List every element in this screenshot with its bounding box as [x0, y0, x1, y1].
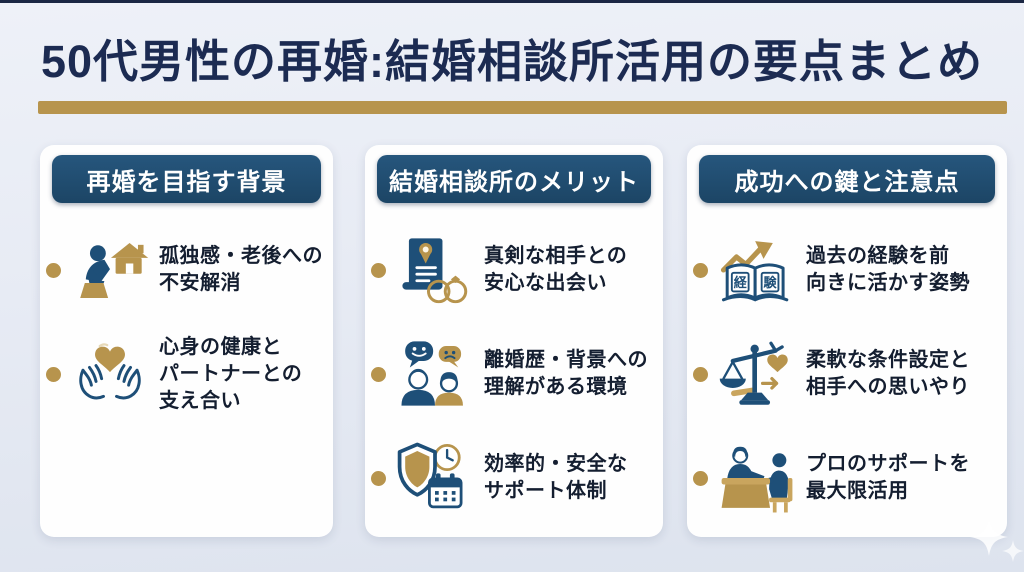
- bullet-dot: [693, 262, 708, 278]
- card-items: 経 験 過去の経験を前 向きに活かす姿勢: [693, 229, 1001, 519]
- experience-book-arrow-icon: 経 験: [716, 230, 798, 310]
- scales-heart-icon: [716, 334, 798, 414]
- item-text: 過去の経験を前 向きに活かす姿勢: [806, 245, 970, 294]
- list-item: 真剣な相手との 安心な出会い: [371, 229, 657, 311]
- card-remarriage-background: 再婚を目指す背景 孤独感・: [40, 145, 333, 537]
- bullet-dot: [371, 470, 386, 486]
- item-text: 孤独感・老後への 不安解消: [159, 245, 323, 294]
- sparkle-icon: [1002, 540, 1024, 562]
- bullet-dot: [371, 366, 386, 382]
- list-item: 効率的・安全な サポート体制: [371, 437, 657, 519]
- couple-dialogue-icon: [394, 334, 476, 414]
- top-border: [0, 0, 1024, 3]
- thinking-person-house-icon: [69, 230, 151, 310]
- card-header-pill: 再婚を目指す背景: [52, 155, 321, 203]
- list-item: 経 験 過去の経験を前 向きに活かす姿勢: [693, 229, 1001, 311]
- shield-clock-calendar-icon: [394, 438, 476, 518]
- bullet-dot: [371, 262, 386, 278]
- card-items: 孤独感・老後への 不安解消: [46, 229, 327, 415]
- list-item: プロのサポートを 最大限活用: [693, 437, 1001, 519]
- hands-holding-heart-icon: [69, 334, 151, 414]
- cards-row: 再婚を目指す背景 孤独感・: [40, 145, 1007, 537]
- counselor-desk-icon: [716, 438, 798, 518]
- page-title: 50代男性の再婚:結婚相談所活用の要点まとめ: [40, 36, 984, 87]
- certificate-rings-icon: [394, 230, 476, 310]
- list-item: 離婚歴・背景への 理解がある環境: [371, 333, 657, 415]
- bullet-dot: [693, 470, 708, 486]
- sparkle-icon: [970, 518, 1008, 556]
- card-agency-merits: 結婚相談所のメリット: [365, 145, 663, 537]
- item-text: 離婚歴・背景への 理解がある環境: [484, 349, 648, 398]
- item-text: 真剣な相手との 安心な出会い: [484, 245, 628, 294]
- list-item: 柔軟な条件設定と 相手への思いやり: [693, 333, 1001, 415]
- item-text: 効率的・安全な サポート体制: [484, 453, 628, 502]
- bullet-dot: [46, 366, 61, 382]
- list-item: 心身の健康と パートナーとの 支え合い: [46, 333, 327, 415]
- title-underline-bar: [38, 101, 1007, 114]
- card-header-pill: 結婚相談所のメリット: [377, 155, 651, 203]
- item-text: 柔軟な条件設定と 相手への思いやり: [806, 349, 970, 398]
- item-text: プロのサポートを 最大限活用: [806, 453, 970, 502]
- card-header-pill: 成功への鍵と注意点: [699, 155, 995, 203]
- card-items: 真剣な相手との 安心な出会い: [371, 229, 657, 519]
- bullet-dot: [46, 262, 61, 278]
- item-text: 心身の健康と パートナーとの 支え合い: [159, 335, 303, 412]
- book-page-right-label: 験: [764, 275, 778, 290]
- bullet-dot: [693, 366, 708, 382]
- list-item: 孤独感・老後への 不安解消: [46, 229, 327, 311]
- book-page-left-label: 経: [734, 275, 748, 290]
- card-success-keys: 成功への鍵と注意点 経 験 過: [687, 145, 1007, 537]
